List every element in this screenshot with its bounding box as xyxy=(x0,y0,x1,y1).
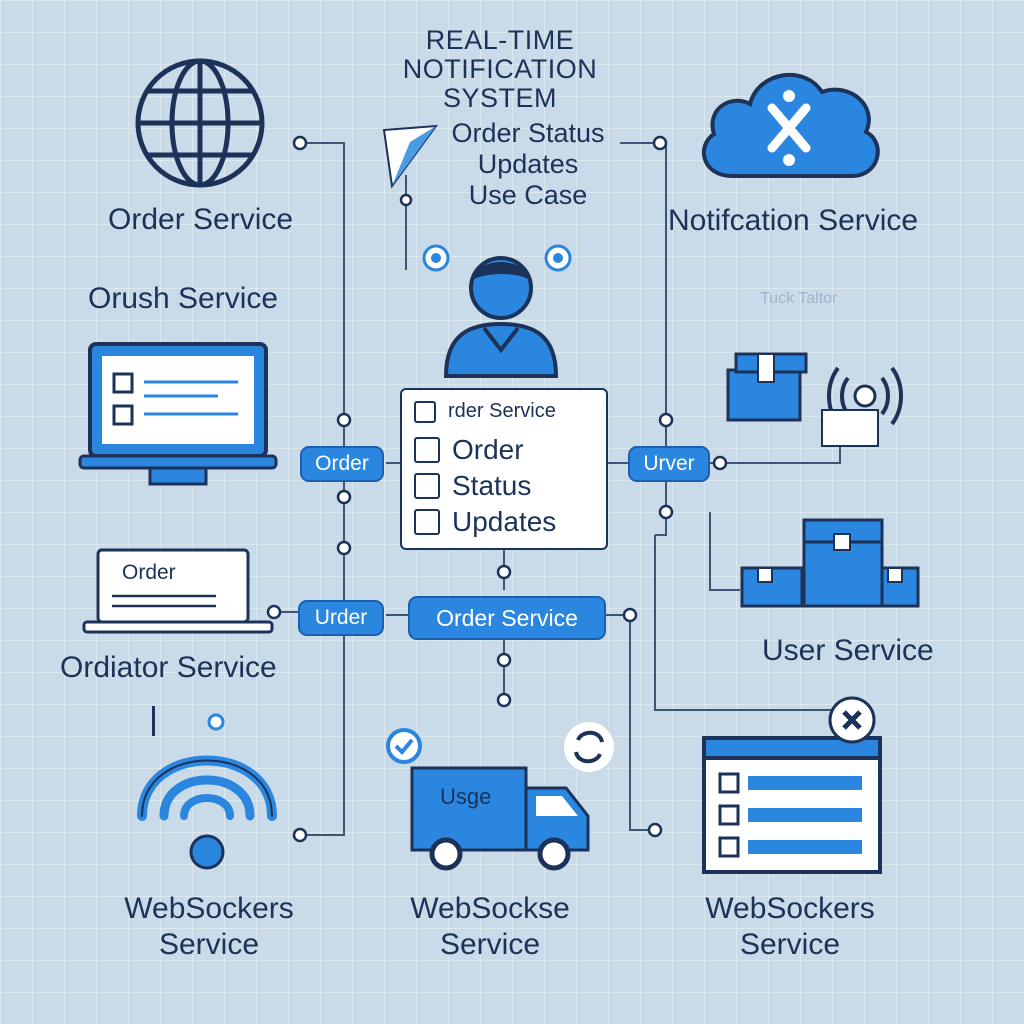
websockets-service-center: WebSockse Service xyxy=(380,891,600,963)
title-line-2: NOTIFICATION xyxy=(380,55,620,84)
label-line: Service xyxy=(680,927,900,963)
subtitle-line-1: Order Status xyxy=(438,118,618,149)
monitor-icon xyxy=(78,340,278,492)
truck-label: Usge xyxy=(440,784,491,810)
browser-window-icon xyxy=(700,694,890,878)
globe-icon xyxy=(132,55,268,191)
laptop-icon xyxy=(82,546,274,636)
checklist-item: Order xyxy=(414,434,524,466)
label-line: Service xyxy=(380,927,600,963)
label-line: WebSockers xyxy=(680,891,900,927)
checklist-item-label: Updates xyxy=(452,506,556,538)
checklist-item-label: Status xyxy=(452,470,531,502)
user-icon xyxy=(442,250,560,378)
ordiator-service-label: Ordiator Service xyxy=(60,651,277,685)
diagram-title: REAL-TIME NOTIFICATION SYSTEM xyxy=(380,26,620,113)
urder-pill-left[interactable]: Urder xyxy=(298,600,384,636)
checklist-item-label: rder Service xyxy=(448,400,556,423)
subtitle-line-3: Use Case xyxy=(438,180,618,211)
broadcast-icon xyxy=(818,356,912,448)
title-line-1: REAL-TIME xyxy=(380,26,620,55)
box-icon xyxy=(724,350,808,424)
label-line: WebSockers xyxy=(104,891,314,927)
wifi-signal-icon xyxy=(132,712,282,878)
checkbox[interactable] xyxy=(414,473,440,499)
order-service-pill-center[interactable]: Order Service xyxy=(408,596,606,640)
urver-pill-right[interactable]: Urver xyxy=(628,446,710,482)
checklist-card: rder Service Order Status Updates xyxy=(400,388,608,550)
order-pill-left[interactable]: Order xyxy=(300,446,384,482)
title-line-3: SYSTEM xyxy=(380,84,620,113)
checkbox[interactable] xyxy=(414,401,436,423)
checkbox[interactable] xyxy=(414,437,440,463)
order-service-label: Order Service xyxy=(108,203,293,237)
notification-service-label: Notifcation Service xyxy=(668,204,918,238)
faint-label: Tuck Taltor xyxy=(760,290,837,308)
checklist-item: Status xyxy=(414,470,531,502)
refresh-icon xyxy=(560,718,618,776)
paper-plane-icon xyxy=(380,112,440,192)
checklist-item: rder Service xyxy=(414,400,556,423)
cloud-icon xyxy=(692,58,886,180)
subtitle-line-2: Updates xyxy=(438,149,618,180)
orush-service-label: Orush Service xyxy=(88,282,278,316)
checklist-item-label: Order xyxy=(452,434,524,466)
box-stack-icon xyxy=(738,516,922,610)
websockets-service-right: WebSockers Service xyxy=(680,891,900,963)
checklist-item: Updates xyxy=(414,506,556,538)
checkbox[interactable] xyxy=(414,509,440,535)
label-line: WebSockse xyxy=(380,891,600,927)
laptop-screen-text: Order xyxy=(122,561,176,585)
user-service-label: User Service xyxy=(762,634,934,668)
label-line: Service xyxy=(104,927,314,963)
diagram-subtitle: Order Status Updates Use Case xyxy=(438,118,618,211)
websockets-service-left: WebSockers Service xyxy=(104,891,314,963)
